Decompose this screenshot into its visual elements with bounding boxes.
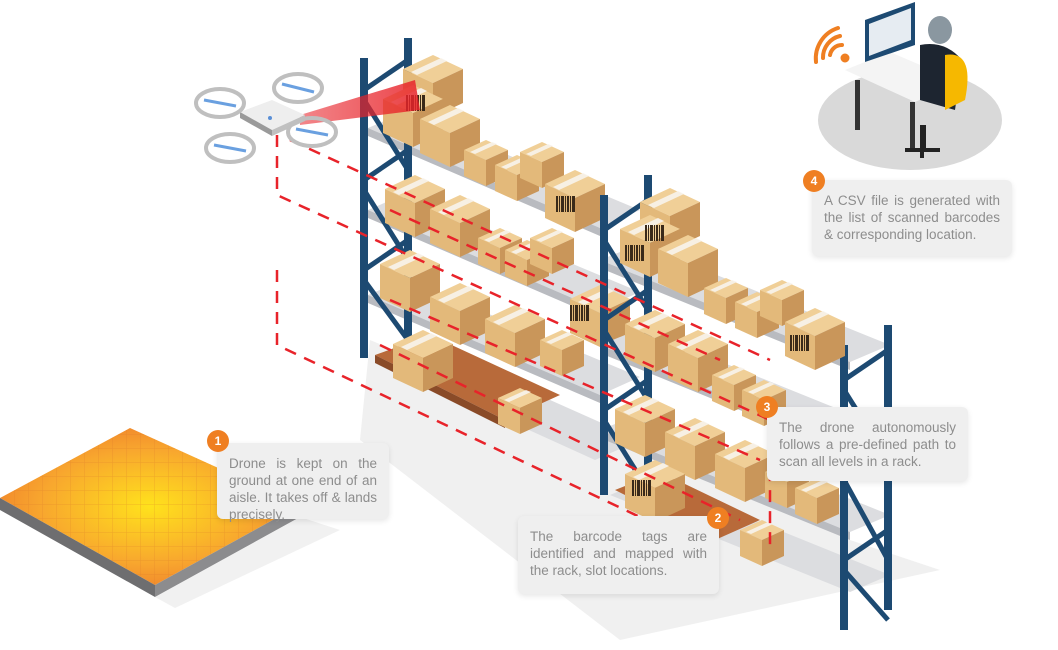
operator-at-desk <box>813 2 1002 170</box>
drone <box>194 72 338 164</box>
cardboard-boxes <box>375 55 630 434</box>
step-3-callout: The drone autonomously follows a pre-def… <box>767 407 968 481</box>
scan-path-dashed <box>275 135 772 557</box>
step-2-text: The barcode tags are identified and mapp… <box>530 529 707 578</box>
step-1-callout: Drone is kept on the ground at one end o… <box>217 443 389 522</box>
step-1-badge: 1 <box>207 430 229 452</box>
wifi-signal-icon <box>813 26 850 64</box>
barcode-scan-beam <box>300 80 420 125</box>
landing-pad <box>0 428 340 608</box>
step-2-callout: The barcode tags are identified and mapp… <box>518 516 719 594</box>
step-3-text: The drone autonomously follows a pre-def… <box>779 420 956 469</box>
step-4-callout: A CSV file is generated with the list of… <box>812 180 1012 256</box>
step-3-badge: 3 <box>756 396 778 418</box>
step-4-text: A CSV file is generated with the list of… <box>824 193 1000 242</box>
step-4-badge: 4 <box>803 170 825 192</box>
step-2-badge: 2 <box>707 507 729 529</box>
step-1-text: Drone is kept on the ground at one end o… <box>229 456 377 522</box>
